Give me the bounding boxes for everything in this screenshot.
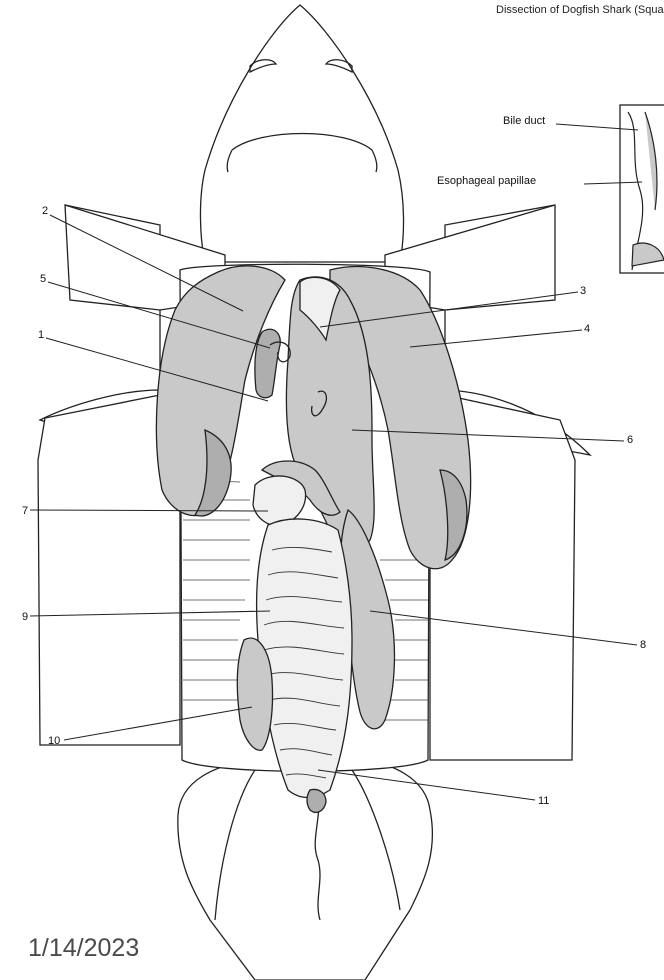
inset-label-esophageal-papillae: Esophageal papillae — [437, 175, 536, 187]
label-2: 2 — [42, 205, 48, 217]
label-6: 6 — [627, 434, 633, 446]
rectum — [307, 790, 326, 813]
label-9: 9 — [22, 611, 28, 623]
date-stamp: 1/14/2023 — [28, 934, 139, 963]
label-10: 10 — [48, 735, 60, 747]
label-8: 8 — [640, 639, 646, 651]
label-4: 4 — [584, 323, 590, 335]
label-7: 7 — [22, 505, 28, 517]
label-3: 3 — [580, 285, 586, 297]
label-5: 5 — [40, 273, 46, 285]
label-1: 1 — [38, 329, 44, 341]
inset-detail — [620, 105, 664, 273]
inset-label-bile-duct: Bile duct — [503, 115, 545, 127]
label-11: 11 — [538, 795, 549, 807]
